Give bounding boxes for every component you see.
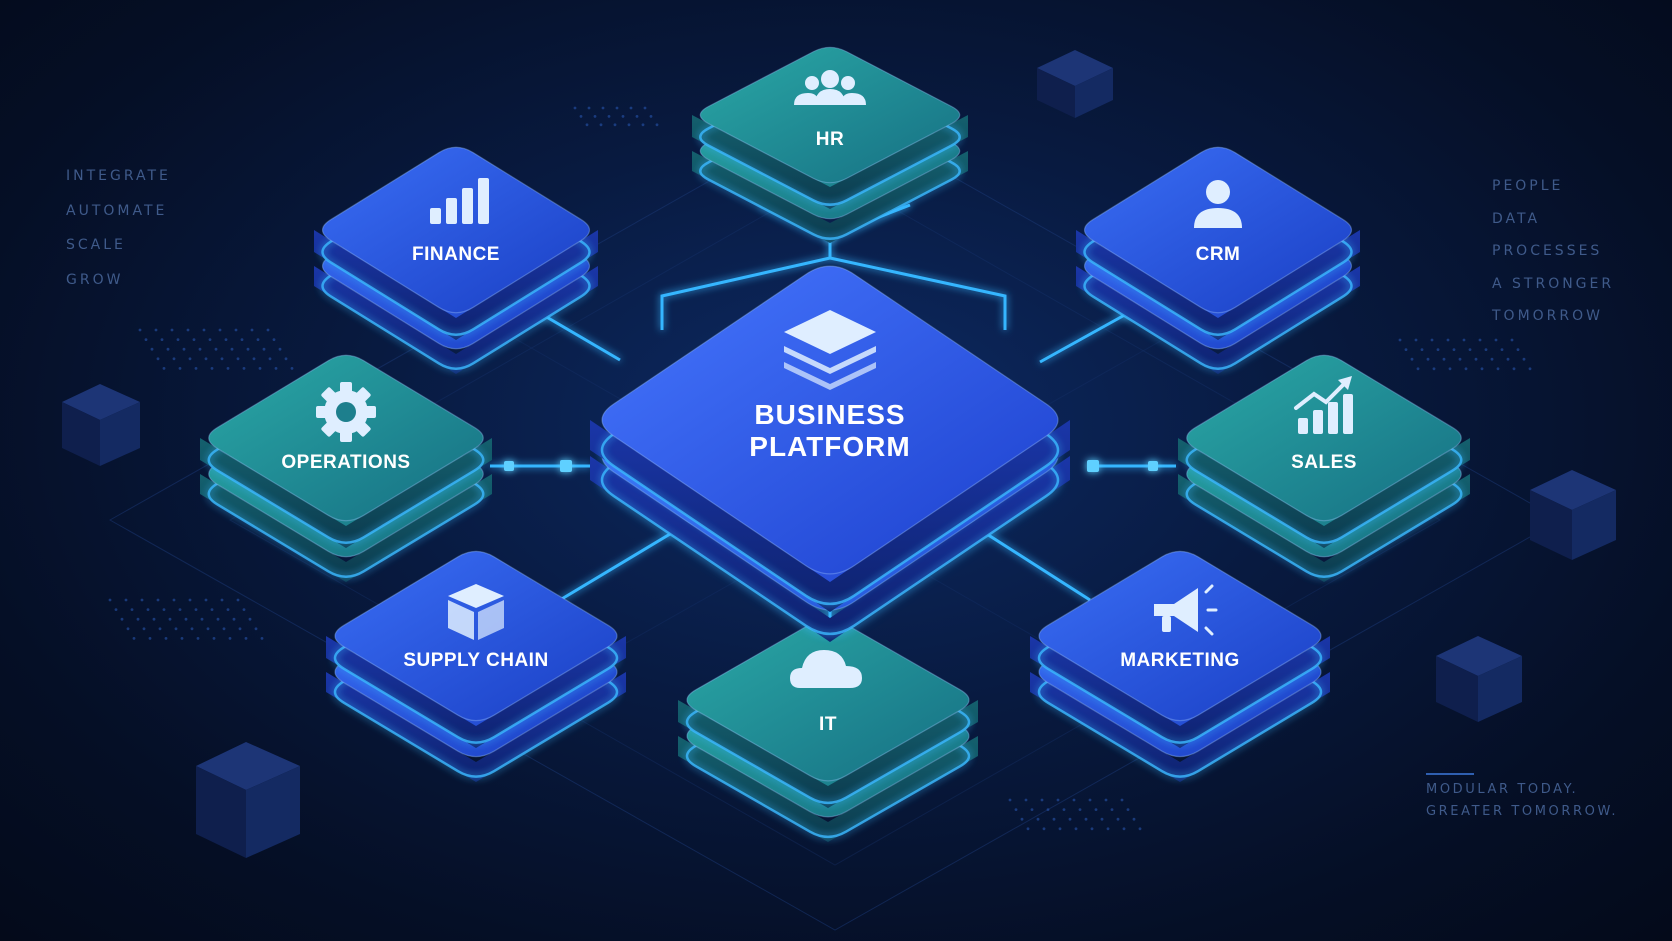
decorative-cube (1436, 636, 1522, 722)
module-tile-it[interactable]: IT (678, 618, 978, 842)
right-keyword: A STRONGER (1492, 275, 1615, 292)
module-tile-crm[interactable]: CRM (1076, 146, 1360, 374)
footer-tagline: MODULAR TODAY. GREATER TOMORROW. (1426, 774, 1618, 826)
hub-label-line2: PLATFORM (749, 431, 910, 462)
module-tile-marketing[interactable]: MARKETING (1030, 550, 1330, 782)
cloud-icon (790, 650, 862, 688)
right-keyword: TOMORROW (1492, 308, 1603, 324)
decorative-cube (1530, 470, 1616, 560)
bar-chart-icon (430, 178, 489, 224)
module-tile-sales[interactable]: SALES (1178, 354, 1470, 582)
people-icon (794, 70, 866, 105)
module-label-operations: OPERATIONS (281, 452, 410, 473)
decorative-dots (108, 106, 1532, 831)
left-keyword: SCALE (66, 237, 126, 253)
right-keyword: PEOPLE (1492, 178, 1564, 194)
box-icon (448, 584, 504, 640)
module-tile-supply-chain[interactable]: SUPPLY CHAIN (326, 550, 626, 782)
module-tile-hr[interactable]: HR (692, 46, 968, 243)
growth-chart-icon (1294, 376, 1353, 434)
module-label-marketing: MARKETING (1120, 650, 1240, 671)
right-keyword-list: PEOPLE DATA PROCESSES A STRONGER TOMORRO… (1492, 178, 1614, 341)
decorative-cube (1037, 50, 1113, 118)
gear-icon (316, 382, 376, 442)
user-icon (1194, 180, 1242, 228)
module-tile-operations[interactable]: OPERATIONS (200, 354, 492, 582)
module-label-it: IT (819, 714, 837, 735)
layers-icon (784, 310, 876, 390)
module-label-crm: CRM (1196, 244, 1241, 265)
megaphone-icon (1154, 584, 1218, 636)
module-label-sales: SALES (1291, 452, 1357, 473)
module-label-supply-chain: SUPPLY CHAIN (403, 650, 548, 671)
module-label-finance: FINANCE (412, 244, 500, 265)
decorative-cube (62, 384, 140, 466)
footer-divider (1426, 773, 1474, 775)
left-keyword: GROW (66, 271, 124, 288)
hub-label-line1: BUSINESS (754, 399, 905, 430)
left-keyword: AUTOMATE (66, 202, 168, 219)
footer-line: MODULAR TODAY. (1426, 782, 1579, 797)
module-label-hr: HR (816, 129, 844, 150)
right-keyword: DATA (1492, 210, 1541, 227)
right-keyword: PROCESSES (1492, 243, 1603, 259)
left-keyword-list: INTEGRATE AUTOMATE SCALE GROW (66, 168, 171, 306)
decorative-cube (196, 742, 300, 858)
left-keyword: INTEGRATE (66, 168, 171, 184)
footer-line: GREATER TOMORROW. (1426, 804, 1619, 819)
module-tile-finance[interactable]: FINANCE (314, 146, 598, 374)
